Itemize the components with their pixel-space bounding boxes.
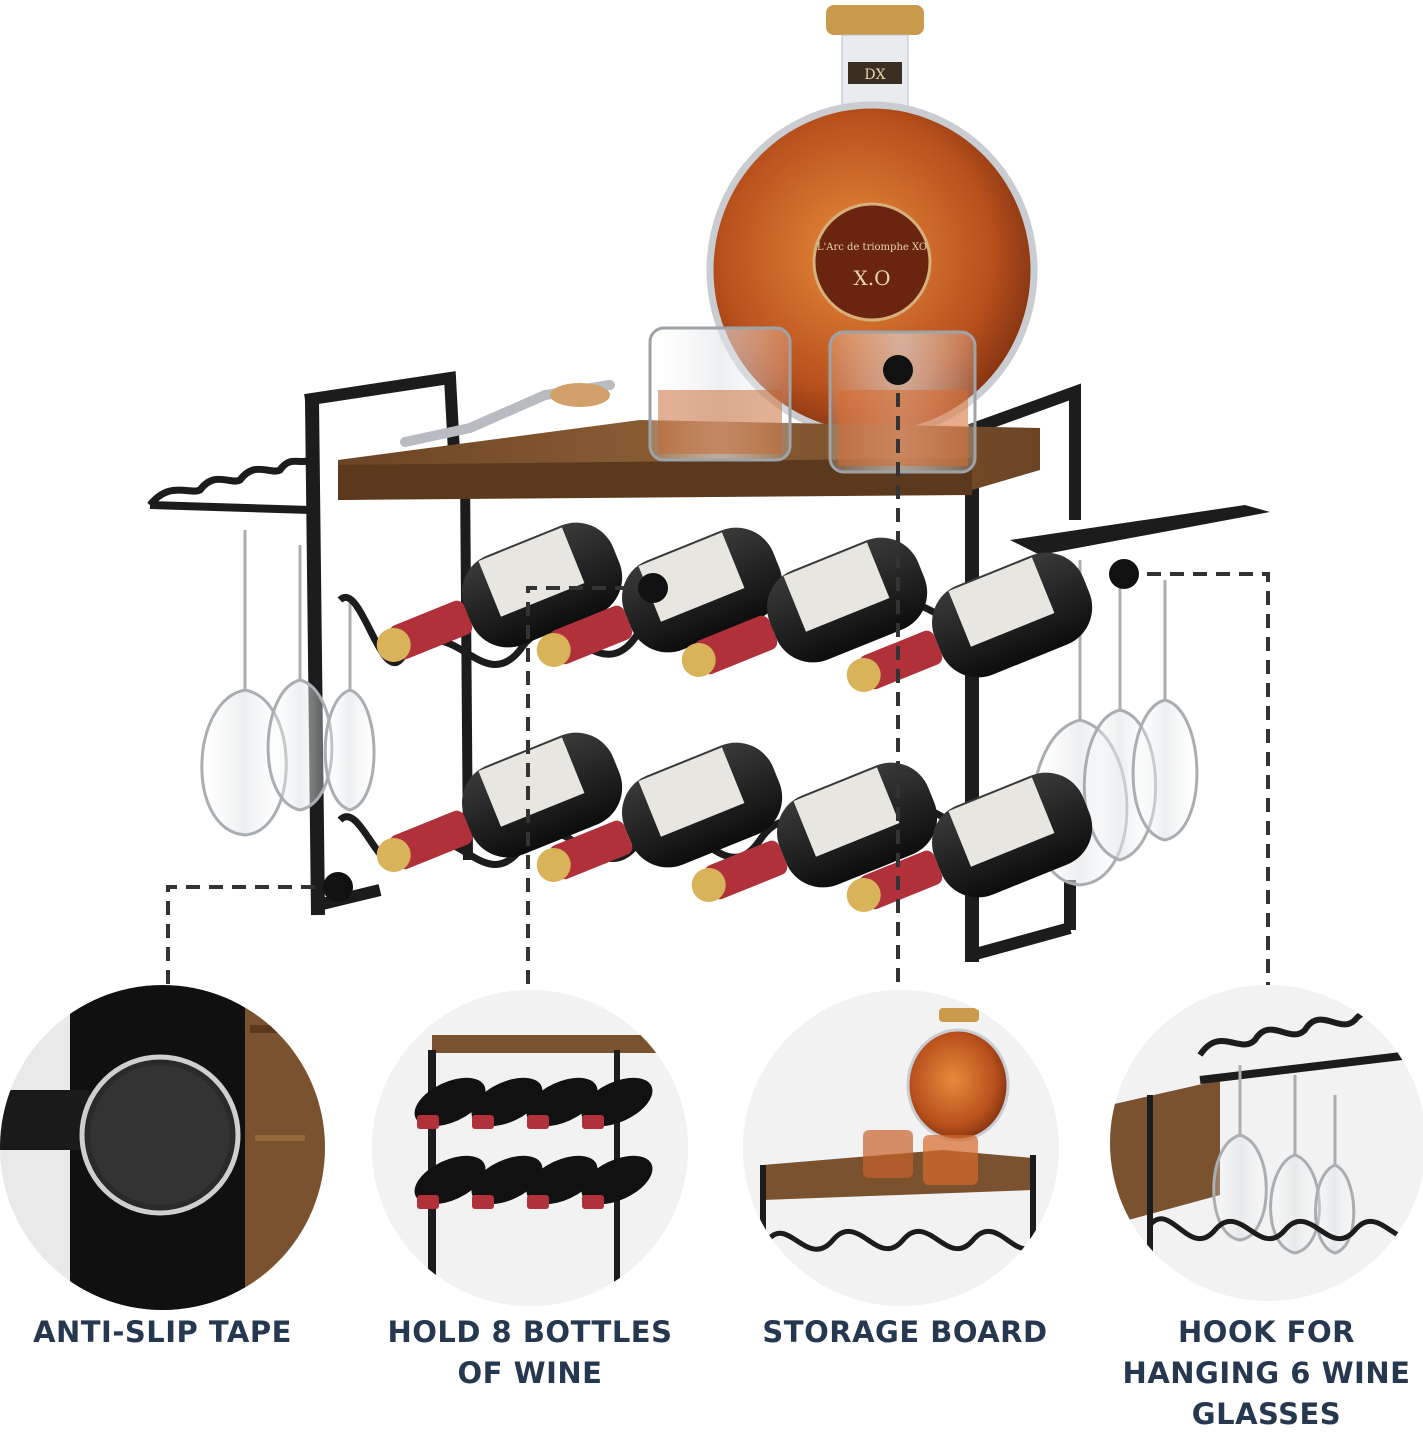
detail-storage-board [743, 990, 1059, 1306]
detail-bottles [372, 990, 688, 1306]
decanter-grade-label: X.O [854, 266, 891, 290]
caption-hold-bottles: HOLD 8 BOTTLES OF WINE [360, 1312, 700, 1394]
caption-line: OF WINE [457, 1356, 603, 1390]
tumbler-glasses [648, 326, 977, 474]
caption-glass-hooks: HOOK FOR HANGING 6 WINE GLASSES [1110, 1312, 1423, 1435]
decanter-cap-mark: DX [864, 67, 885, 83]
corkscrew [400, 380, 615, 447]
caption-line: HANGING 6 WINE [1122, 1356, 1411, 1390]
wine-bottles-bottom-row [376, 732, 1093, 912]
caption-line: HOOK FOR [1178, 1315, 1355, 1349]
caption-storage-board: STORAGE BOARD [735, 1312, 1075, 1353]
callout-leaders [166, 370, 1270, 995]
caption-line: GLASSES [1191, 1397, 1342, 1431]
callout-dots [323, 355, 1139, 902]
detail-glass-hooks [1110, 985, 1423, 1301]
decanter-brand-label: L'Arc de triomphe XO [817, 242, 927, 253]
wine-bottles-top-row [376, 522, 1093, 692]
detail-anti-slip [0, 985, 325, 1310]
caption-line: HOLD 8 BOTTLES [387, 1315, 673, 1349]
right-glass-hook [1010, 505, 1270, 555]
caption-line: ANTI-SLIP TAPE [33, 1315, 292, 1349]
left-glass-hook [147, 456, 312, 514]
caption-line: STORAGE BOARD [762, 1315, 1048, 1349]
wine-glasses-left [200, 530, 376, 837]
caption-anti-slip-tape: ANTI-SLIP TAPE [0, 1312, 325, 1353]
